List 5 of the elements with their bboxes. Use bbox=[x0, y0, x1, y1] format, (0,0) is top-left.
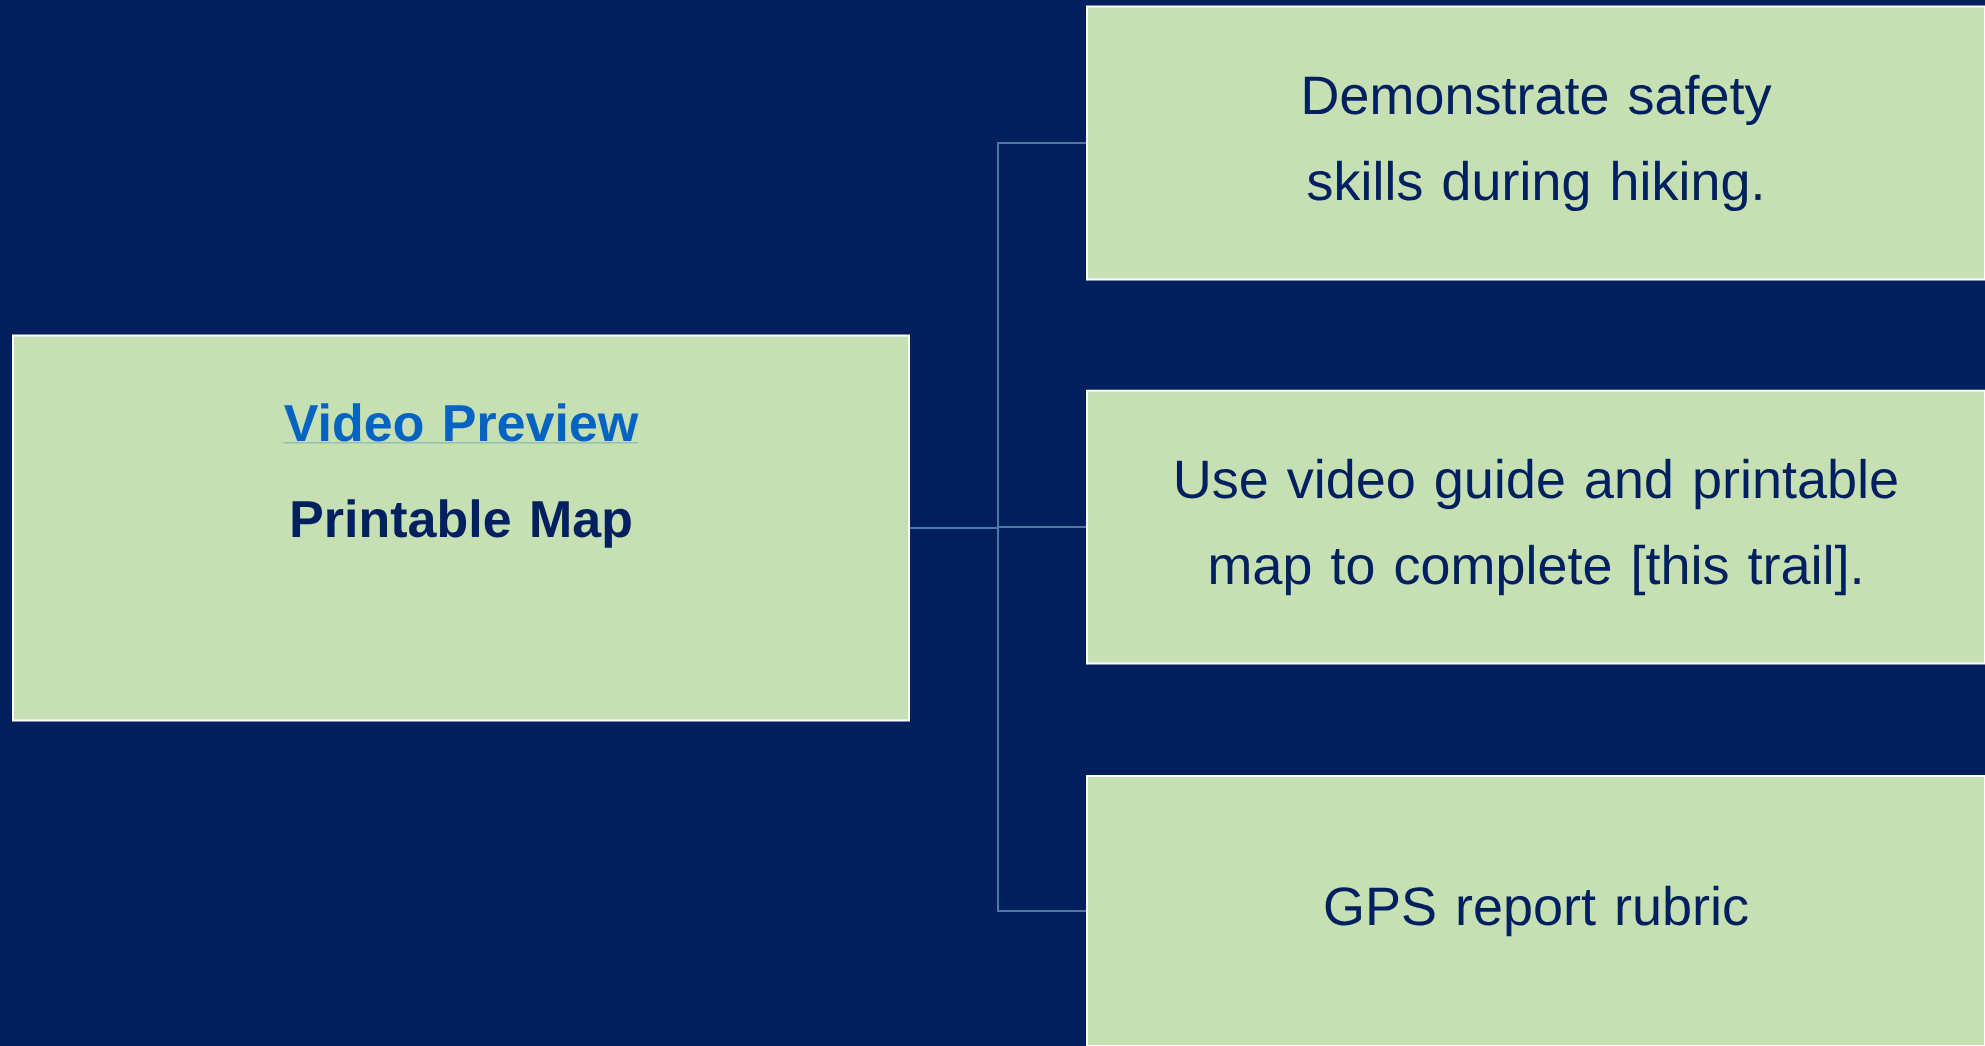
text-box: Demonstrate safety skills during hiking. bbox=[1086, 5, 1985, 281]
text-box: Use video guide and printable map to complete [this trail]. bbox=[1086, 389, 1985, 665]
text-box: GPS report rubric bbox=[1086, 775, 1985, 1046]
link-box: Video Preview Printable Map bbox=[12, 334, 910, 722]
connector-line bbox=[909, 527, 1087, 912]
